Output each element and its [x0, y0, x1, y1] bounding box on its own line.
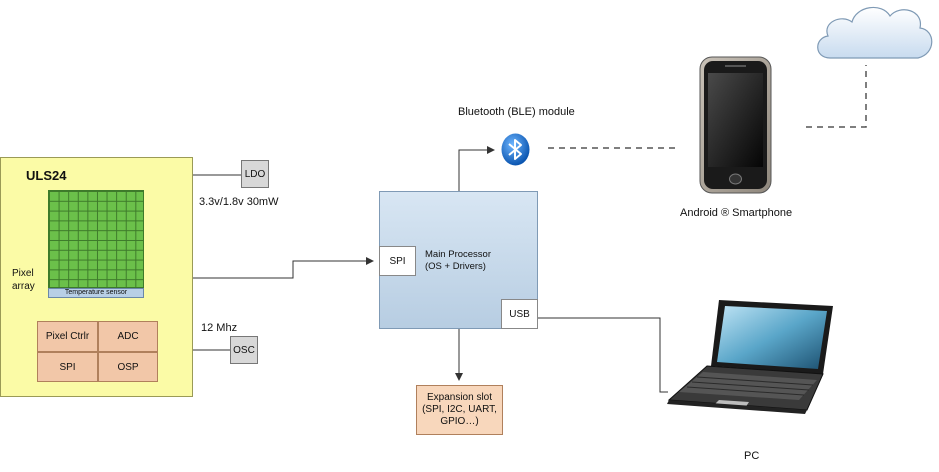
spi-block: SPI: [37, 352, 98, 382]
spi-port: SPI: [379, 246, 416, 276]
smartphone-icon: [699, 56, 772, 194]
smartphone-label: Android ® Smartphone: [680, 207, 793, 219]
ldo-box: LDO: [241, 160, 269, 188]
bluetooth-connector: [458, 146, 495, 191]
pixel-array-grid: [48, 190, 144, 288]
internet-link: [806, 65, 867, 128]
ldo-note: 3.3v/1.8v 30mW: [199, 196, 279, 208]
osp-block: OSP: [98, 352, 158, 382]
usb-connector: [538, 317, 668, 393]
adc-block: ADC: [98, 321, 158, 352]
spi-connector: [193, 257, 374, 279]
osc-box: OSC: [230, 336, 258, 364]
uls24-title: ULS24: [26, 168, 67, 183]
pixel-ctrlr-block: Pixel Ctrlr: [37, 321, 98, 352]
bluetooth-label: Bluetooth (BLE) module: [458, 106, 575, 118]
main-processor-label: Main Processor (OS + Drivers): [425, 249, 491, 272]
osc-note: 12 Mhz: [201, 322, 238, 334]
expansion-slot: Expansion slot (SPI, I2C, UART, GPIO…): [416, 385, 503, 435]
bluetooth-icon: [501, 133, 530, 166]
temperature-sensor: Temperature sensor: [48, 288, 144, 298]
pixel-array-label: Pixel array: [12, 268, 35, 292]
cloud-icon: [817, 6, 933, 59]
laptop-icon: [667, 300, 833, 414]
pc-label: PC: [744, 450, 760, 462]
usb-port: USB: [501, 299, 538, 329]
